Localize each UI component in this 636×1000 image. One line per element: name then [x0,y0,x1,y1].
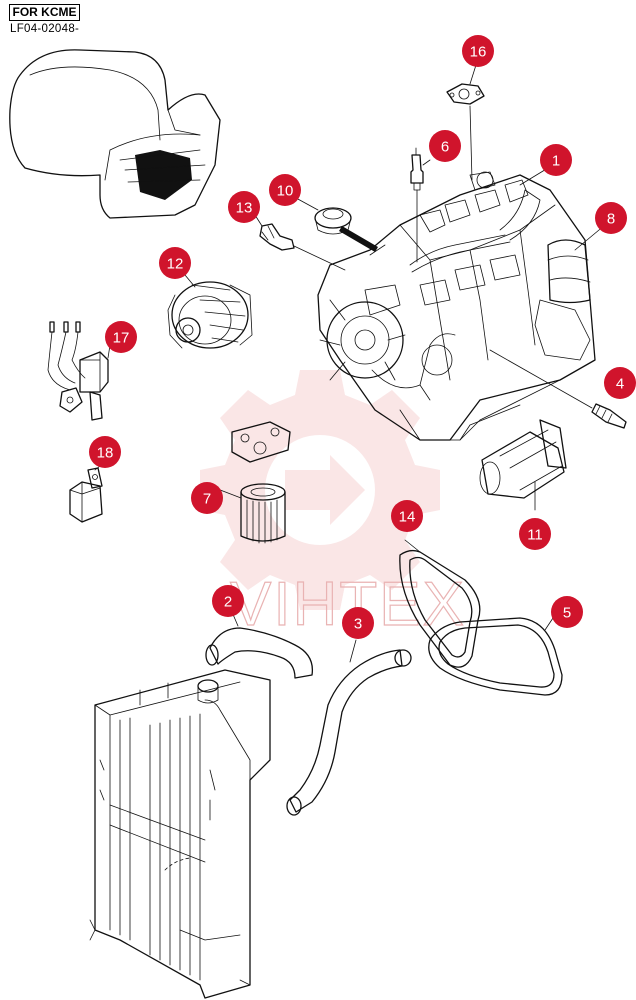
callout-16[interactable]: 16 [462,35,494,67]
callout-3[interactable]: 3 [342,607,374,639]
svg-text:1: 1 [552,153,560,170]
hose-3 [286,639,412,816]
callout-5[interactable]: 5 [551,596,583,628]
callout-4[interactable]: 4 [604,367,636,399]
svg-text:10: 10 [277,183,294,200]
watermark-gear-icon [200,370,440,610]
callout-10[interactable]: 10 [269,174,301,206]
engine-assembly [317,171,596,441]
svg-text:12: 12 [167,256,184,273]
radiator [89,669,271,999]
sensor-6 [410,147,424,263]
callout-14[interactable]: 14 [391,500,423,532]
callout-13[interactable]: 13 [228,191,260,223]
gasket-16 [446,83,485,181]
svg-text:5: 5 [563,605,571,622]
svg-text:2: 2 [224,594,232,611]
callout-2[interactable]: 2 [212,585,244,617]
alternator-12 [167,281,253,349]
svg-text:8: 8 [607,211,615,228]
diagram-code: LF04-02048- [10,23,80,35]
callout-18[interactable]: 18 [89,436,121,468]
watermark: VIHTEX [200,370,465,640]
svg-text:17: 17 [113,330,130,347]
callout-1[interactable]: 1 [540,144,572,176]
svg-text:7: 7 [203,491,211,508]
switch-13 [259,223,346,271]
glow-plug-4 [489,349,627,429]
relay-18 [69,467,103,523]
svg-text:3: 3 [354,616,362,633]
svg-text:11: 11 [527,527,543,544]
callout-11[interactable]: 11 [519,518,551,550]
callouts: 1 2 3 4 5 6 7 [89,35,636,639]
svg-text:18: 18 [97,445,114,462]
engine-cover [9,49,221,219]
callout-8[interactable]: 8 [595,202,627,234]
relay-harness-17 [47,321,109,421]
callout-7[interactable]: 7 [191,482,223,514]
belt-14 [399,539,481,668]
svg-text:16: 16 [470,44,487,61]
callout-12[interactable]: 12 [159,247,191,279]
callout-17[interactable]: 17 [105,321,137,353]
model-tag: FOR KCME [9,4,80,21]
callout-6[interactable]: 6 [429,130,461,162]
oil-filter-7 [231,421,291,544]
svg-text:13: 13 [236,200,253,217]
svg-text:14: 14 [399,509,416,526]
thermostat-10 [314,207,378,252]
svg-text:6: 6 [441,139,449,156]
starter-11 [479,419,567,511]
svg-text:4: 4 [616,376,624,393]
